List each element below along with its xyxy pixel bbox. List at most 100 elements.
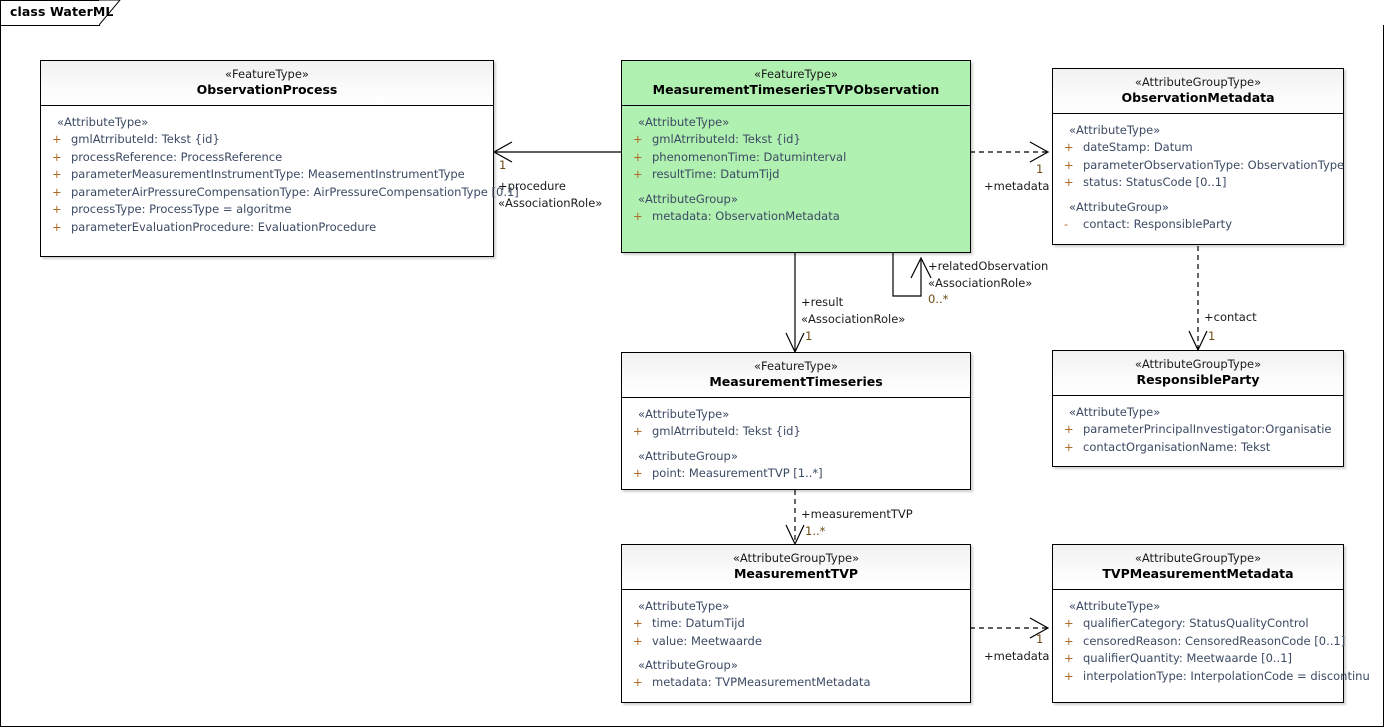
- attribute-row: + point: MeasurementTVP [1..*]: [626, 465, 966, 483]
- visibility-marker: +: [633, 208, 643, 223]
- attribute-text: value: Meetwaarde: [652, 633, 762, 648]
- attribute-row: + parameterObservationType: ObservationTy…: [1057, 157, 1344, 175]
- class-measurement-timeseries-tvp-observation[interactable]: «FeatureType» MeasurementTimeseriesTVPOb…: [621, 60, 971, 253]
- class-stereotype: «FeatureType»: [754, 359, 838, 373]
- attribute-row: +metadata: ObservationMetadata: [626, 208, 966, 226]
- result-role-label: +result: [801, 295, 844, 309]
- metadata-observation-multiplicity: 1: [1036, 162, 1044, 176]
- attribute-row: +processType: ProcessType = algoritme: [45, 201, 489, 219]
- attribute-row: +parameterPrincipalInvestigator:Organisa…: [1057, 421, 1339, 439]
- attribute-text: metadata: TVPMeasurementMetadata: [652, 675, 871, 689]
- attribute-row: + contactOrganisationName: Tekst: [1057, 439, 1339, 457]
- attribute-row: -contact: ResponsibleParty: [1057, 216, 1339, 234]
- attribute-text: contactOrganisationName: Tekst: [1083, 439, 1271, 454]
- attribute-text: status: StatusCode [0..1]: [1083, 175, 1227, 189]
- visibility-marker: +: [633, 465, 643, 480]
- diagram-frame-body: [0, 25, 1384, 727]
- class-header: «FeatureType» MeasurementTimeseriesTVPOb…: [622, 61, 970, 106]
- contact-multiplicity: 1: [1208, 329, 1216, 343]
- visibility-marker: +: [633, 149, 643, 164]
- attribute-text: gmlAtrributeId: Tekst {id}: [652, 132, 801, 146]
- class-name: MeasurementTVP: [733, 566, 859, 581]
- visibility-marker: +: [52, 184, 62, 199]
- class-name: TVPMeasurementMetadata: [1102, 566, 1294, 581]
- visibility-marker: +: [52, 219, 62, 234]
- attribute-text: point: MeasurementTVP [1..*]: [652, 465, 823, 480]
- procedure-role-label: +procedure: [498, 179, 566, 193]
- class-tvp-measurement-metadata[interactable]: «AttributeGroupType» TVPMeasurementMetad…: [1052, 544, 1370, 703]
- class-stereotype: «FeatureType»: [754, 67, 838, 81]
- class-header: «AttributeGroupType» TVPMeasurementMetad…: [1053, 545, 1343, 590]
- related-observation-multiplicity: 0..*: [928, 292, 949, 306]
- attribute-text: interpolationType: InterpolationCode = d…: [1083, 668, 1370, 683]
- attribute-text: parameterMeasurementInstrumentType: Meas…: [71, 167, 465, 181]
- attribute-row: + parameterEvaluationProcedure: Evaluatio…: [45, 219, 489, 237]
- visibility-marker: +: [1064, 422, 1074, 436]
- procedure-multiplicity: 1: [499, 158, 507, 172]
- visibility-marker: +: [1064, 140, 1074, 154]
- visibility-marker: +: [1064, 633, 1074, 648]
- class-stereotype: «AttributeGroupType»: [1134, 551, 1262, 565]
- visibility-marker: +: [633, 167, 643, 181]
- attribute-group-label: «AttributeGroup»: [638, 448, 738, 463]
- metadata-tvp-multiplicity: 1: [1036, 632, 1044, 646]
- contact-role-label: +contact: [1204, 310, 1257, 324]
- attribute-row: +censoredReason: CensoredReasonCode [0..…: [1057, 633, 1345, 651]
- visibility-marker: -: [1064, 216, 1069, 231]
- attribute-row: +gmlAtrributeId: Tekst {id}: [626, 423, 966, 441]
- attribute-row: +time: DatumTijd: [626, 615, 966, 633]
- class-measurement-timeseries[interactable]: «FeatureType» MeasurementTimeseries «Att…: [621, 352, 971, 490]
- class-name: MeasurementTimeseries: [709, 374, 883, 389]
- attribute-text: parameterObservationType: ObservationTyp…: [1083, 157, 1345, 172]
- attribute-row: + parameterAirPressureCompensationType: A…: [45, 184, 519, 202]
- attribute-text: qualifierQuantity: Meetwaarde [0..1]: [1083, 651, 1293, 665]
- attribute-group-label: «AttributeGroup»: [638, 658, 738, 672]
- attribute-group-label: «AttributeType»: [1069, 599, 1161, 613]
- class-header: «AttributeGroupType» ObservationMetadata: [1053, 69, 1343, 114]
- class-name: ObservationMetadata: [1121, 90, 1275, 105]
- attribute-text: gmlAtrributeId: Tekst {id}: [71, 132, 220, 146]
- attribute-group-label: «AttributeType»: [638, 115, 730, 129]
- attribute-row: +qualifierCategory: StatusQualityControl: [1057, 615, 1339, 633]
- visibility-marker: +: [633, 424, 643, 438]
- attribute-group-label: «AttributeGroup»: [638, 191, 738, 206]
- attribute-text: processType: ProcessType = algoritme: [71, 202, 292, 216]
- class-body: «AttributeType» + gmlAtrributeId: Tekst {…: [622, 106, 970, 233]
- attribute-text: resultTime: DatumTijd: [652, 167, 780, 181]
- visibility-marker: +: [1064, 439, 1074, 454]
- diagram-frame-tab-slant: [99, 0, 121, 26]
- attribute-text: parameterEvaluationProcedure: Evaluation…: [71, 219, 377, 234]
- visibility-marker: +: [52, 167, 62, 181]
- class-stereotype: «FeatureType»: [225, 67, 309, 81]
- attribute-text: dateStamp: Datum: [1083, 140, 1193, 154]
- class-stereotype: «AttributeGroupType»: [732, 551, 860, 565]
- class-observation-metadata[interactable]: «AttributeGroupType» ObservationMetadata…: [1052, 68, 1344, 245]
- class-observation-process[interactable]: «FeatureType» ObservationProcess «Attrib…: [40, 60, 519, 257]
- visibility-marker: +: [1064, 668, 1074, 683]
- measurement-tvp-multiplicity: 1..*: [805, 524, 826, 538]
- class-name: ResponsibleParty: [1136, 372, 1260, 387]
- related-observation-stereotype-label: «AssociationRole»: [928, 276, 1033, 290]
- attribute-group-label: «AttributeType»: [638, 407, 730, 421]
- class-measurement-tvp[interactable]: «AttributeGroupType» MeasurementTVP «Att…: [621, 544, 971, 703]
- attribute-row: + phenomenonTime: Datuminterval: [626, 149, 966, 167]
- attribute-row: + value: Meetwaarde: [626, 633, 966, 651]
- attribute-group-label: «AttributeType»: [638, 599, 730, 613]
- class-name: MeasurementTimeseriesTVPObservation: [652, 82, 940, 97]
- result-multiplicity: 1: [805, 329, 813, 343]
- class-responsible-party[interactable]: «AttributeGroupType» ResponsibleParty «A…: [1052, 350, 1344, 467]
- visibility-marker: +: [1064, 157, 1074, 172]
- attribute-text: phenomenonTime: Datuminterval: [652, 149, 847, 164]
- class-body: «AttributeType» +dateStamp: Datum +param…: [1053, 114, 1344, 241]
- visibility-marker: +: [633, 633, 643, 648]
- measurement-tvp-role-label: +measurementTVP: [801, 507, 913, 521]
- visibility-marker: +: [1064, 175, 1074, 189]
- class-name: ObservationProcess: [196, 82, 338, 97]
- class-stereotype: «AttributeGroupType»: [1134, 357, 1262, 371]
- attribute-text: parameterAirPressureCompensationType: Ai…: [71, 184, 519, 199]
- class-header: «FeatureType» MeasurementTimeseries: [622, 353, 970, 398]
- attribute-row: + dateStamp: Datum: [1057, 139, 1339, 157]
- attribute-group-label: «AttributeType»: [57, 115, 149, 129]
- visibility-marker: +: [52, 132, 62, 146]
